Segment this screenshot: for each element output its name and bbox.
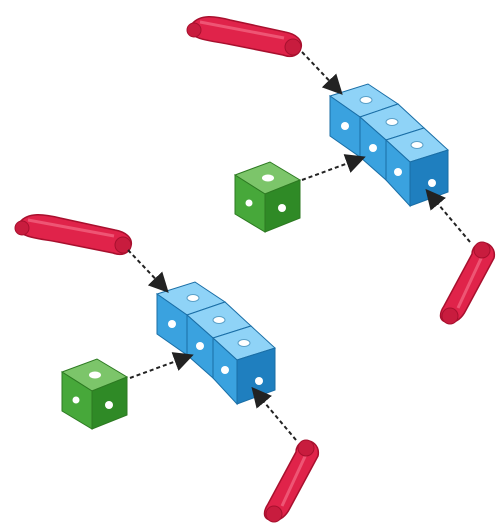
red-connector-side-upper xyxy=(439,241,496,325)
arrow-icon xyxy=(251,386,297,441)
blue-cube-row-lower xyxy=(155,281,276,406)
red-connector-side-lower xyxy=(263,439,320,523)
green-cube-lower xyxy=(60,358,129,430)
red-connector-top-lower xyxy=(14,214,133,256)
arrow-icon xyxy=(127,249,169,293)
arrow-icon xyxy=(129,352,194,379)
red-connector-top-upper xyxy=(186,16,303,58)
blue-cube-row-upper xyxy=(328,83,449,208)
assembly-lower xyxy=(14,214,320,523)
assembly-upper xyxy=(186,16,496,325)
green-cube-upper xyxy=(233,161,302,233)
arrow-icon xyxy=(301,51,343,95)
arrow-icon xyxy=(301,154,366,181)
arrow-icon xyxy=(425,188,471,243)
